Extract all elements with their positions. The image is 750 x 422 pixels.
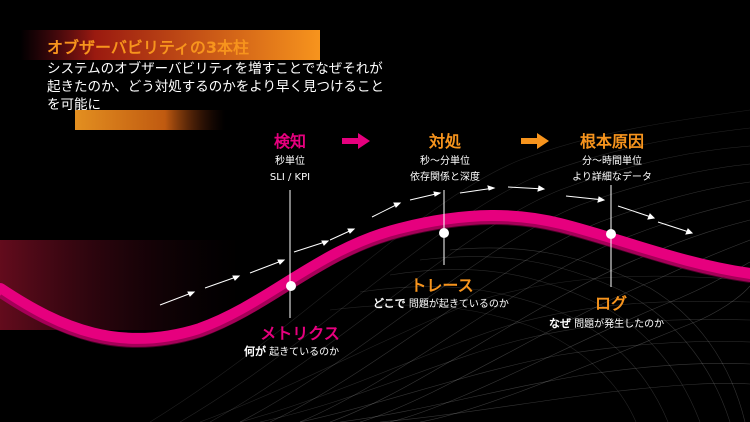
main-curve (0, 210, 750, 347)
stage-root-cause: 根本原因 分～時間単位 より詳細なデータ (562, 128, 662, 186)
main-curve-shadow (0, 221, 750, 348)
stage-root-cause-label: 根本原因 (579, 132, 644, 151)
stage-detect-line1: 秒単位 (275, 156, 305, 167)
dot-metrics (286, 281, 296, 291)
page-title: オブザーバビリティの3本柱 (47, 38, 250, 57)
stage-respond: 対処 秒～分単位 依存関係と深度 (395, 128, 495, 186)
stage-arrow-2 (521, 133, 549, 149)
trend-arrows (159, 185, 694, 306)
stage-respond-line2: 依存関係と深度 (410, 172, 480, 183)
pillar-metrics-desc: 何が 起きているのか (244, 343, 339, 359)
stage-root-cause-line2: より詳細なデータ (572, 172, 652, 183)
stage-detect-label: 検知 (273, 132, 306, 151)
pillar-trace-desc: どこで 問題が起きているのか (373, 295, 509, 311)
stage-detect-line2: SLI / KPI (269, 172, 311, 183)
stage-detect: 検知 秒単位 SLI / KPI (250, 128, 330, 186)
accent-bar-mid (75, 110, 225, 130)
pillar-log-emph: なぜ (549, 317, 571, 330)
pillar-trace-emph: どこで (373, 297, 406, 310)
pillar-metrics-emph: 何が (244, 345, 266, 358)
stage-root-cause-line1: 分～時間単位 (582, 156, 642, 167)
accent-bar-top (20, 30, 320, 60)
pillar-trace-label: トレース (410, 276, 474, 295)
pillar-log-desc: なぜ 問題が発生したのか (549, 315, 664, 331)
dot-log (606, 229, 616, 239)
pillar-metrics-rest: 起きているのか (266, 347, 340, 358)
dot-trace (439, 228, 449, 238)
pillar-log-label: ログ (594, 294, 627, 313)
page-subtitle: システムのオブザーバビリティを増すことでなぜそれが起きたのか、どう対処するのかを… (47, 61, 384, 113)
stage-respond-label: 対処 (428, 132, 461, 151)
stage-respond-line1: 秒～分単位 (420, 156, 470, 167)
pillar-metrics-label: メトリクス (260, 324, 340, 343)
pillar-trace-rest: 問題が起きているのか (405, 299, 509, 310)
pillar-log-rest: 問題が発生したのか (571, 319, 665, 330)
stage-arrow-1 (342, 133, 370, 149)
